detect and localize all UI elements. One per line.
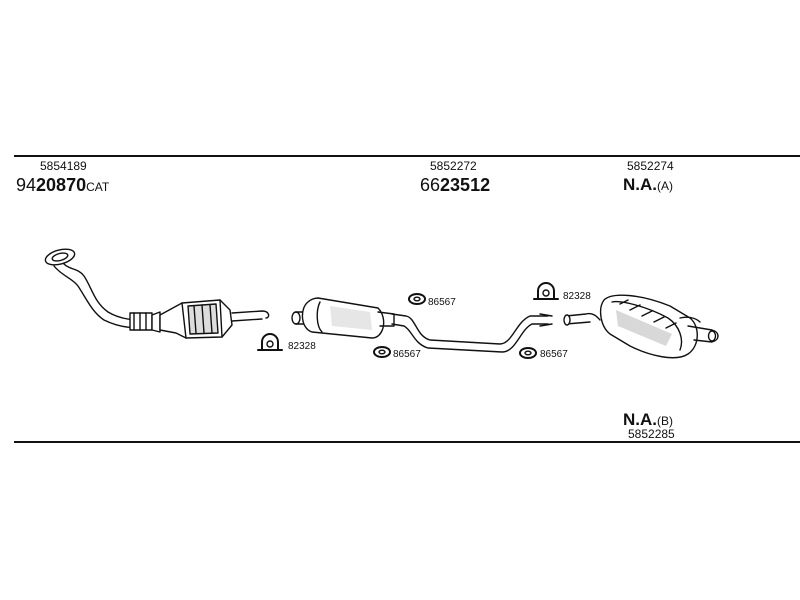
- catalytic-converter: [159, 299, 270, 339]
- middle-pipe: [391, 313, 553, 353]
- cat-suffix: CAT: [86, 180, 110, 194]
- mid-number: 23512: [440, 175, 491, 195]
- mount-3-number: 86567: [540, 349, 568, 360]
- rear-a-number: N.A.: [623, 175, 657, 194]
- cat-part-label: 9420870CAT: [16, 176, 109, 194]
- mount-2-icon: [373, 346, 391, 358]
- cat-prefix: 94: [16, 175, 37, 195]
- cat-oe-number: 5854189: [40, 159, 87, 173]
- clamp-1-icon: [257, 333, 283, 351]
- clamp-2-icon: [533, 282, 559, 300]
- front-pipe: [44, 248, 161, 333]
- rear-b-number: N.A.: [623, 410, 657, 429]
- rear-a-oe-number: 5852274: [627, 159, 674, 173]
- mount-1-number: 86567: [428, 297, 456, 308]
- mount-2-number: 86567: [393, 349, 421, 360]
- mount-1-icon: [408, 293, 426, 305]
- clamp-1-number: 82328: [288, 341, 316, 352]
- rear-b-oe-number: 5852285: [628, 427, 675, 441]
- cat-number: 20870: [36, 175, 87, 195]
- mid-oe-number: 5852272: [430, 159, 477, 173]
- top-rule: [14, 155, 800, 157]
- rear-a-suffix: (A): [657, 179, 673, 193]
- rear-b-part-label: N.A.(B): [623, 411, 673, 429]
- mid-prefix: 66: [420, 175, 441, 195]
- mid-part-label: 6623512: [420, 176, 490, 194]
- clamp-2-number: 82328: [563, 291, 591, 302]
- rear-a-part-label: N.A.(A): [623, 176, 673, 194]
- rear-silencer: [563, 294, 719, 359]
- bottom-rule: [14, 441, 800, 443]
- mount-3-icon: [519, 347, 537, 359]
- rear-b-suffix: (B): [657, 414, 673, 428]
- middle-silencer: [291, 297, 395, 339]
